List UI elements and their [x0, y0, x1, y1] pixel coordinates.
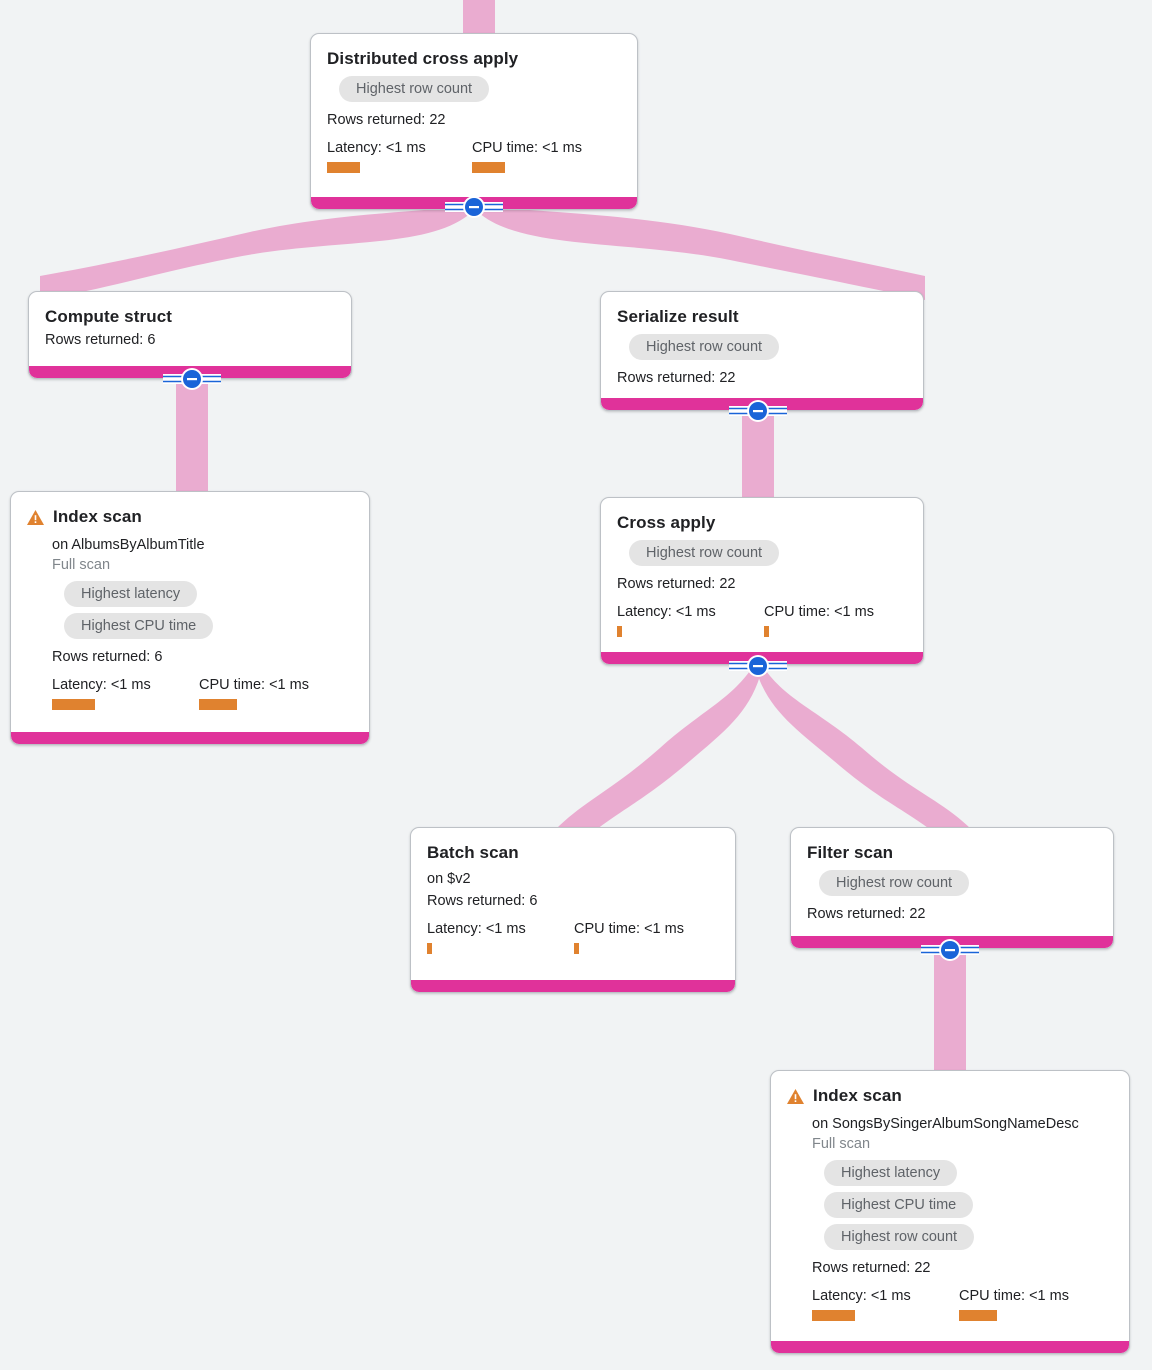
cpu-time-label: CPU time: <1 ms [959, 1288, 1069, 1304]
cpu-time-label: CPU time: <1 ms [574, 921, 684, 937]
plan-node-index-scan-albums[interactable]: Index scan on AlbumsByAlbumTitle Full sc… [10, 491, 370, 745]
rows-returned: Rows returned: 22 [807, 906, 926, 922]
node-title: Distributed cross apply [327, 49, 519, 68]
plan-node-distributed-cross-apply[interactable]: Distributed cross apply Highest row coun… [310, 33, 638, 210]
warning-icon [27, 510, 44, 530]
chip-highest-row-count: Highest row count [819, 870, 970, 896]
chip-highest-row-count: Highest row count [824, 1224, 975, 1250]
edge-compute-struct-to-index-scan [176, 382, 208, 500]
rows-returned: Rows returned: 6 [45, 332, 156, 348]
edge-cross-apply-to-filter-scan [758, 668, 972, 846]
node-metrics: Latency: <1 ms CPU time: <1 ms [427, 920, 719, 954]
node-subtitle: on AlbumsByAlbumTitle [52, 537, 205, 553]
cpu-time-bar [199, 699, 237, 710]
plan-node-index-scan-songs[interactable]: Index scan on SongsBySingerAlbumSongName… [770, 1070, 1130, 1354]
node-chips: Highest row count [617, 334, 907, 366]
latency-bar [812, 1310, 855, 1321]
latency-bar [617, 626, 622, 637]
rows-returned: Rows returned: 22 [617, 370, 736, 386]
latency-label: Latency: <1 ms [617, 604, 716, 620]
rows-returned: Rows returned: 22 [812, 1260, 931, 1276]
edge-filter-scan-to-index-scan [934, 952, 966, 1080]
node-metrics: Latency: <1 ms CPU time: <1 ms [812, 1287, 1113, 1321]
latency-bar [327, 162, 360, 173]
node-accent-bar [11, 732, 369, 744]
node-metrics: Latency: <1 ms CPU time: <1 ms [327, 139, 621, 173]
plan-node-compute-struct[interactable]: Compute struct Rows returned: 6 [28, 291, 352, 379]
cpu-time-bar [959, 1310, 997, 1321]
collapse-toggle-distributed-cross-apply[interactable] [445, 196, 503, 218]
node-chips: Highest row count [327, 76, 621, 108]
node-accent-bar [771, 1341, 1129, 1353]
node-subtitle: on SongsBySingerAlbumSongNameDesc [812, 1116, 1079, 1132]
chip-highest-row-count: Highest row count [629, 540, 780, 566]
node-scan-note: Full scan [812, 1136, 871, 1152]
plan-node-serialize-result[interactable]: Serialize result Highest row count Rows … [600, 291, 924, 411]
cpu-time-label: CPU time: <1 ms [472, 140, 582, 156]
plan-node-filter-scan[interactable]: Filter scan Highest row count Rows retur… [790, 827, 1114, 949]
cpu-time-bar [472, 162, 505, 173]
plan-node-batch-scan[interactable]: Batch scan on $v2 Rows returned: 6 Laten… [410, 827, 736, 993]
node-chips: Highest latency Highest CPU time Highest… [812, 1160, 1113, 1256]
node-metrics: Latency: <1 ms CPU time: <1 ms [617, 603, 907, 637]
node-chips: Highest latency Highest CPU time [52, 581, 353, 645]
latency-bar [52, 699, 95, 710]
edge-root-inlet [463, 0, 495, 36]
node-title: Index scan [813, 1086, 902, 1105]
latency-label: Latency: <1 ms [812, 1288, 911, 1304]
rows-returned: Rows returned: 22 [617, 576, 736, 592]
edge-cross-apply-to-batch-scan [555, 668, 760, 846]
warning-icon [787, 1089, 804, 1109]
node-scan-note: Full scan [52, 557, 111, 573]
node-title: Filter scan [807, 843, 894, 862]
edge-serialize-result-to-cross-apply [742, 414, 774, 502]
node-title: Compute struct [45, 307, 173, 326]
chip-highest-cpu-time: Highest CPU time [64, 613, 214, 639]
collapse-toggle-cross-apply[interactable] [729, 655, 787, 677]
node-subtitle: on $v2 [427, 871, 471, 887]
rows-returned: Rows returned: 6 [52, 649, 163, 665]
node-chips: Highest row count [807, 870, 1097, 902]
cpu-time-bar [764, 626, 769, 637]
edge-root-to-serialize-result [478, 205, 925, 300]
node-title: Index scan [53, 507, 142, 526]
chip-highest-row-count: Highest row count [629, 334, 780, 360]
chip-highest-cpu-time: Highest CPU time [824, 1192, 974, 1218]
node-title: Cross apply [617, 513, 716, 532]
latency-bar [427, 943, 432, 954]
node-metrics: Latency: <1 ms CPU time: <1 ms [52, 676, 353, 710]
latency-label: Latency: <1 ms [327, 140, 426, 156]
node-chips: Highest row count [617, 540, 907, 572]
cpu-time-label: CPU time: <1 ms [199, 677, 309, 693]
cpu-time-label: CPU time: <1 ms [764, 604, 874, 620]
edge-root-to-compute-struct [40, 205, 472, 300]
node-accent-bar [411, 980, 735, 992]
chip-highest-latency: Highest latency [64, 581, 198, 607]
rows-returned: Rows returned: 22 [327, 112, 446, 128]
chip-highest-row-count: Highest row count [339, 76, 490, 102]
latency-label: Latency: <1 ms [427, 921, 526, 937]
latency-label: Latency: <1 ms [52, 677, 151, 693]
collapse-toggle-filter-scan[interactable] [921, 939, 979, 961]
node-title: Batch scan [427, 843, 519, 862]
node-title: Serialize result [617, 307, 739, 326]
plan-node-cross-apply[interactable]: Cross apply Highest row count Rows retur… [600, 497, 924, 665]
rows-returned: Rows returned: 6 [427, 893, 538, 909]
cpu-time-bar [574, 943, 579, 954]
chip-highest-latency: Highest latency [824, 1160, 958, 1186]
collapse-toggle-serialize-result[interactable] [729, 400, 787, 422]
collapse-toggle-compute-struct[interactable] [163, 368, 221, 390]
